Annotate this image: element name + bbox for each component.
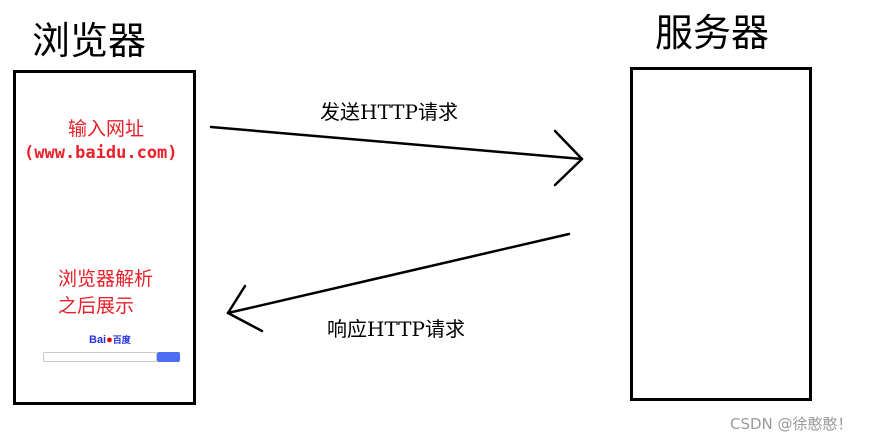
paw-icon: ● xyxy=(106,334,113,346)
request-label: 发送HTTP请求 xyxy=(320,100,458,124)
parse-label: 浏览器解析 xyxy=(58,268,154,290)
request-arrow xyxy=(209,125,584,187)
baidu-logo-text: Bai xyxy=(89,334,107,346)
baidu-logo: Bai●百度 xyxy=(89,333,131,346)
url-example-label: (www.baidu.com) xyxy=(24,143,178,163)
search-input[interactable] xyxy=(43,352,157,362)
browser-title: 浏览器 xyxy=(32,19,147,63)
input-url-label: 输入网址 xyxy=(68,118,145,140)
browser-box xyxy=(13,70,196,405)
search-button[interactable] xyxy=(157,352,180,362)
baidu-logo-suffix: 百度 xyxy=(112,335,131,345)
response-label: 响应HTTP请求 xyxy=(327,317,465,341)
server-title: 服务器 xyxy=(655,11,770,55)
display-label: 之后展示 xyxy=(58,295,135,317)
server-box xyxy=(630,67,812,401)
watermark: CSDN @徐憨憨！ xyxy=(730,415,853,433)
response-arrow xyxy=(226,232,571,333)
